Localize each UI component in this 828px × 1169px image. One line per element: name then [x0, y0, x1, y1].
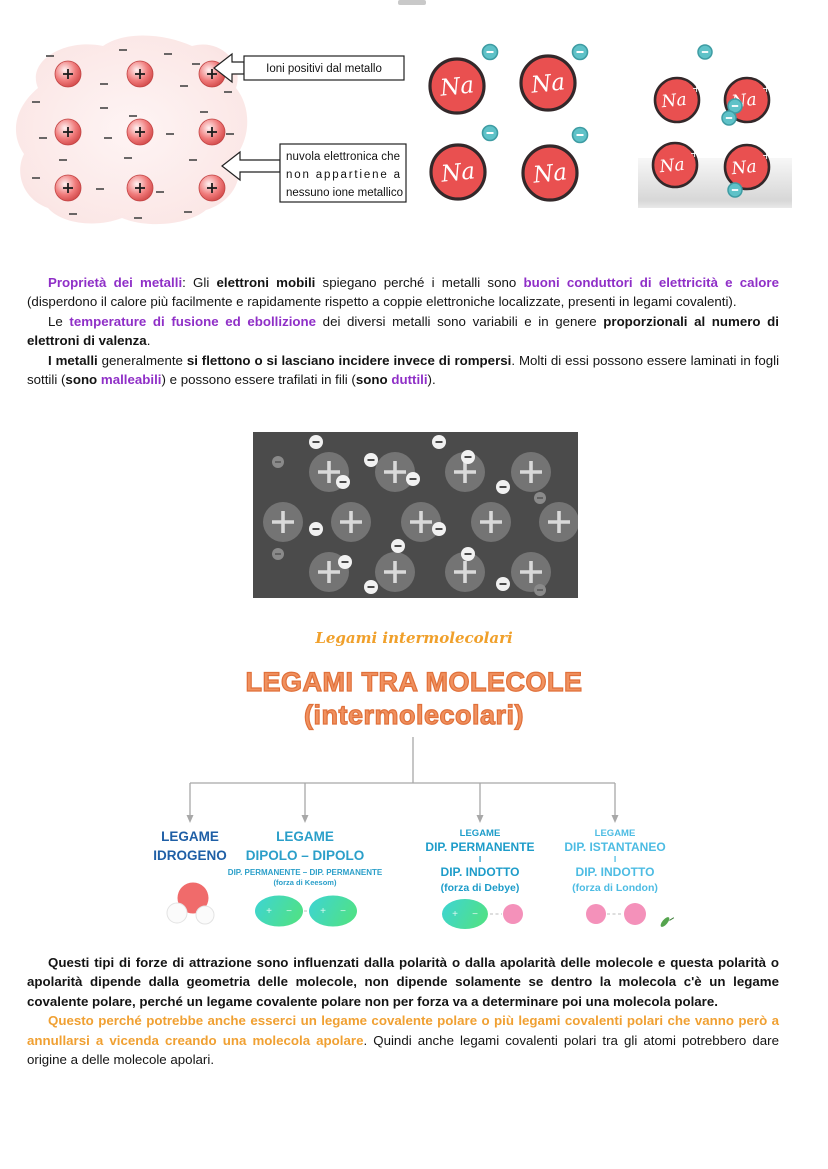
- paragraph-metalli-malleabili: I metalli generalmente si flettono o si …: [27, 351, 779, 390]
- text-segment: buoni conduttori di elettricità e calore: [523, 275, 779, 290]
- tree-column-hydrogen: LEGAME IDROGENO: [120, 827, 260, 865]
- na-atoms-figure: Na Na Na Na: [428, 43, 589, 202]
- text-segment: duttili: [391, 372, 428, 388]
- text-segment: . Quindi anche legami covalenti polari t…: [27, 1032, 779, 1068]
- paragraph-temperature-fusione: Le temperature di fusione ed ebollizione…: [27, 312, 779, 351]
- svg-text:+: +: [320, 906, 326, 917]
- text-segment: (disperdono il calore più facilmente e r…: [27, 294, 737, 310]
- na-atom-label: Na: [529, 69, 566, 98]
- label-box-positive-ions: [243, 55, 405, 81]
- instant-induced-dipole-icon: [586, 903, 675, 927]
- text-segment: .: [146, 333, 151, 349]
- leaf-icon: [660, 917, 675, 927]
- tree-label: DIP. PERMANENTE: [425, 840, 535, 854]
- svg-text:Na: Na: [660, 90, 688, 113]
- paragraph-forze-attrazione: Questi tipi di forze di attrazione sono …: [27, 953, 779, 1011]
- text-segment: proporzionali al numero di elettroni di …: [27, 313, 779, 349]
- tree-label: DIP. INDOTTO: [440, 865, 520, 879]
- label-electron-cloud-line3: nessuno ione metallico: [286, 187, 403, 199]
- na-atom-label: Na: [438, 72, 475, 101]
- svg-text:+: +: [762, 82, 771, 95]
- metal-properties-text: Proprietà dei metalli: Gli elettroni mob…: [27, 273, 779, 389]
- section-title: LEGAMI TRA MOLECOLE (intermolecolari): [0, 666, 828, 732]
- tree-label: IDROGENO: [153, 848, 227, 863]
- tree-column-instant-induced: LEGAME DIP. ISTANTANEO I DIP. INDOTTO (f…: [547, 828, 683, 896]
- tree-label: LEGAME: [594, 828, 636, 839]
- label-positive-ions: Ioni positivi dal metallo: [266, 63, 382, 75]
- text-segment: temperature di fusione ed ebollizione: [69, 313, 317, 329]
- svg-text:+: +: [266, 906, 272, 917]
- svg-text:−: −: [286, 906, 292, 917]
- paragraph-legami-apolari: Questo perché potrebbe anche esserci un …: [27, 1011, 779, 1069]
- sodium-ion-label: Na + Na + Na + Na +: [658, 82, 772, 179]
- tree-force-label: (forza di Keesom): [273, 878, 337, 887]
- tree-label: LEGAME: [459, 828, 501, 839]
- text-segment: I metalli: [48, 352, 98, 368]
- text-segment: . Molti di essi possono essere laminati …: [27, 352, 780, 388]
- na-atom-label: Na: [439, 158, 476, 187]
- tree-force-label: (forza di Debye): [440, 882, 520, 894]
- dipole-dipole-icon: + − + −: [255, 895, 357, 927]
- tree-label: LEGAME: [161, 829, 219, 844]
- water-molecule-icon: [166, 882, 215, 925]
- page-scan-artifact: [398, 0, 426, 5]
- label-box-electron-cloud: [279, 143, 407, 203]
- section-title-line2: (intermolecolari): [303, 699, 525, 730]
- label-electron-cloud-line2: non appartiene a: [286, 169, 401, 181]
- svg-text:+: +: [692, 82, 701, 95]
- svg-text:Na: Na: [658, 155, 686, 178]
- metallic-lattice-figure: Ioni positivi dal metallo nuvola elettro…: [15, 35, 407, 225]
- tree-label: DIP. ISTANTANEO: [564, 840, 666, 854]
- na-atom-label: Na: [531, 159, 568, 188]
- tree-label: DIPOLO – DIPOLO: [245, 848, 365, 863]
- text-segment: si flettono o si lasciano incidere invec…: [186, 352, 512, 368]
- text-segment: Questi tipi di forze di attrazione sono …: [27, 955, 779, 1009]
- tree-label: DIP. INDOTTO: [575, 865, 655, 879]
- text-segment: generalmente: [97, 352, 187, 368]
- svg-text:+: +: [452, 909, 458, 920]
- tree-force-label: (forza di London): [572, 882, 658, 894]
- text-segment: Proprietà dei metalli: [48, 275, 183, 290]
- polarity-text: Questi tipi di forze di attrazione sono …: [27, 953, 779, 1069]
- text-segment: sono: [355, 372, 392, 388]
- section-subtitle: Legami intermolecolari: [315, 629, 513, 647]
- text-segment: spiegano perché i metalli sono: [315, 275, 524, 290]
- section-title-line1: LEGAMI TRA MOLECOLE: [245, 666, 583, 697]
- svg-text:+: +: [690, 147, 699, 160]
- svg-text:Na: Na: [730, 157, 758, 180]
- tree-label: LEGAME: [276, 829, 334, 844]
- tree-sublabel: DIP. PERMANENTE – DIP. PERMANENTE: [227, 868, 383, 877]
- arrow-down-icon: [186, 815, 619, 823]
- tree-separator: I: [613, 854, 617, 864]
- electron-sea-figure: [253, 432, 578, 598]
- tree-column-permanent-induced: LEGAME DIP. PERMANENTE I DIP. INDOTTO (f…: [412, 828, 548, 896]
- text-segment: Le: [48, 313, 70, 329]
- svg-text:−: −: [472, 909, 478, 920]
- text-segment: : Gli: [182, 275, 217, 290]
- text-segment: ) e possono essere trafilati in fili (: [161, 372, 356, 388]
- text-segment: sono: [65, 372, 101, 388]
- text-segment: malleabili: [100, 372, 162, 388]
- svg-text:−: −: [340, 906, 346, 917]
- permanent-induced-dipole-icon: +−: [442, 899, 523, 929]
- text-segment: elettroni mobili: [216, 275, 316, 290]
- tree-separator: I: [478, 854, 482, 864]
- bond-tree-connector: [186, 737, 619, 823]
- paragraph-proprieta-metalli: Proprietà dei metalli: Gli elettroni mob…: [27, 273, 779, 312]
- svg-text:+: +: [762, 149, 771, 162]
- na-ions-figure: Na + Na + Na + Na +: [638, 44, 792, 208]
- tree-column-dipole-dipole: LEGAME DIPOLO – DIPOLO DIP. PERMANENTE –…: [222, 827, 388, 888]
- label-electron-cloud-line1: nuvola elettronica che: [286, 151, 400, 163]
- text-segment: Questo perché potrebbe anche esserci un …: [27, 1013, 779, 1048]
- text-segment: ).: [427, 372, 436, 388]
- text-segment: dei diversi metalli sono variabili e in …: [316, 313, 604, 329]
